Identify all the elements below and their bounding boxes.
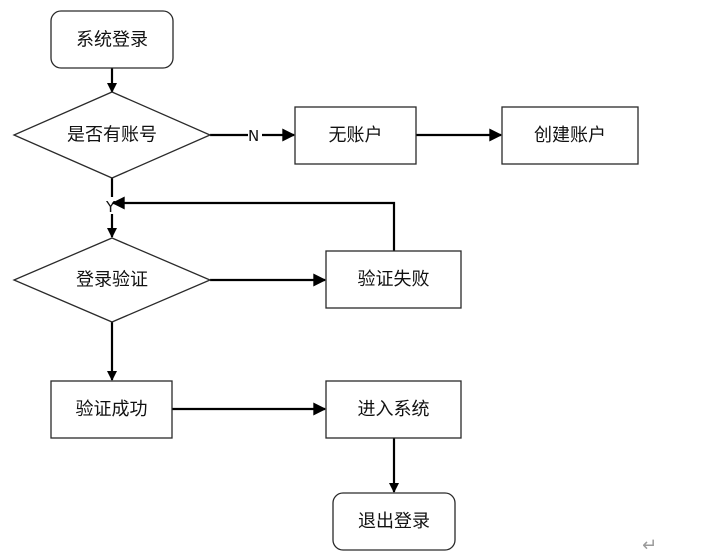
edge-label-y: Y — [105, 198, 116, 216]
enter-system-node-label: 进入系统 — [358, 399, 430, 420]
start-node-shape — [50, 10, 174, 69]
has-account-decision-shape — [12, 91, 212, 179]
create-account-node: 创建账户 — [501, 106, 639, 165]
verify-fail-node: 验证失败 — [325, 250, 462, 309]
create-account-node-label: 创建账户 — [534, 125, 606, 146]
no-account-node-shape — [294, 106, 417, 165]
enter-system-node: 进入系统 — [325, 380, 462, 439]
verify-success-node-shape — [50, 380, 173, 439]
edge-label-n: N — [248, 127, 259, 145]
login-verify-decision-label: 登录验证 — [76, 270, 148, 291]
paragraph-return-mark: ↵ — [642, 535, 657, 556]
verify-success-node-label: 验证成功 — [76, 399, 148, 420]
login-verify-decision: 登录验证 — [12, 237, 212, 323]
verify-fail-node-label: 验证失败 — [358, 269, 430, 290]
edges: N Y — [105, 68, 503, 493]
verify-fail-node-shape — [325, 250, 462, 309]
edge-verify-fail-loop-back — [111, 196, 396, 251]
nodes: 系统登录 是否有账号 无账户 创建账户 登录验证 验证失败 — [12, 10, 639, 551]
no-account-node: 无账户 — [294, 106, 417, 165]
has-account-decision: 是否有账号 — [12, 91, 212, 179]
login-verify-decision-shape — [12, 237, 212, 323]
start-node-label: 系统登录 — [76, 30, 148, 51]
enter-system-node-shape — [325, 380, 462, 439]
logout-node-label: 退出登录 — [358, 511, 430, 532]
no-account-node-label: 无账户 — [329, 125, 383, 146]
create-account-node-shape — [501, 106, 639, 165]
has-account-decision-label: 是否有账号 — [67, 125, 157, 146]
start-node: 系统登录 — [50, 10, 174, 69]
verify-success-node: 验证成功 — [50, 380, 173, 439]
logout-node-shape — [332, 492, 456, 551]
logout-node: 退出登录 — [332, 492, 456, 551]
